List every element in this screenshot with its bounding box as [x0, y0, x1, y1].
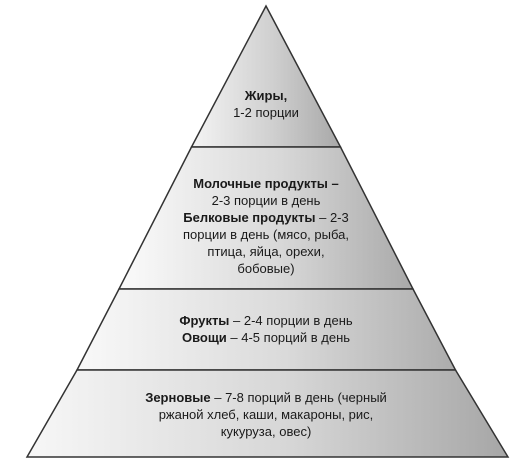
fruits-portions: – 2-4 порции в день: [229, 313, 353, 328]
grains-detail: ржаной хлеб, каши, макароны, рис,: [158, 407, 374, 422]
label-line: 1-2 порции: [166, 104, 366, 121]
tier-4-shape: [25, 369, 510, 458]
tier-1-shape: [190, 4, 342, 148]
vegetables-label: Овощи: [181, 330, 227, 345]
fat-label: Жиры,: [244, 88, 288, 103]
grains-label: Зерновые: [145, 390, 211, 405]
protein-detail: порции в день (мясо, рыба,: [183, 227, 349, 242]
label-line: 2-3 порции в день: [146, 192, 386, 209]
tier-4-label: Зерновые – 7-8 порций в день (черный ржа…: [86, 389, 446, 440]
label-line: бобовые): [146, 260, 386, 277]
protein-portions: – 2-3: [315, 210, 349, 225]
protein-label: Белковые продукты: [183, 210, 316, 225]
label-line: Фрукты – 2-4 порции в день: [116, 312, 416, 329]
fat-portions: 1-2 порции: [233, 105, 299, 120]
dairy-portions: 2-3 порции в день: [211, 193, 321, 208]
label-line: Молочные продукты –: [146, 175, 386, 192]
label-line: ржаной хлеб, каши, макароны, рис,: [86, 406, 446, 423]
label-line: Белковые продукты – 2-3: [146, 209, 386, 226]
dairy-label: Молочные продукты –: [193, 176, 339, 191]
tier-2-label: Молочные продукты – 2-3 порции в день Бе…: [146, 175, 386, 277]
grains-portions: – 7-8 порций в день (черный: [210, 390, 387, 405]
label-line: порции в день (мясо, рыба,: [146, 226, 386, 243]
label-line: Жиры,: [166, 87, 366, 104]
tier-1-label: Жиры, 1-2 порции: [166, 87, 366, 121]
label-line: Зерновые – 7-8 порций в день (черный: [86, 389, 446, 406]
protein-detail: птица, яйца, орехи,: [207, 244, 325, 259]
label-line: кукуруза, овес): [86, 423, 446, 440]
label-line: птица, яйца, орехи,: [146, 243, 386, 260]
fruits-label: Фрукты: [179, 313, 230, 328]
grains-detail: кукуруза, овес): [220, 424, 312, 439]
protein-detail: бобовые): [237, 261, 295, 276]
vegetables-portions: – 4-5 порций в день: [226, 330, 351, 345]
tier-3-label: Фрукты – 2-4 порции в день Овощи – 4-5 п…: [116, 312, 416, 346]
label-line: Овощи – 4-5 порций в день: [116, 329, 416, 346]
